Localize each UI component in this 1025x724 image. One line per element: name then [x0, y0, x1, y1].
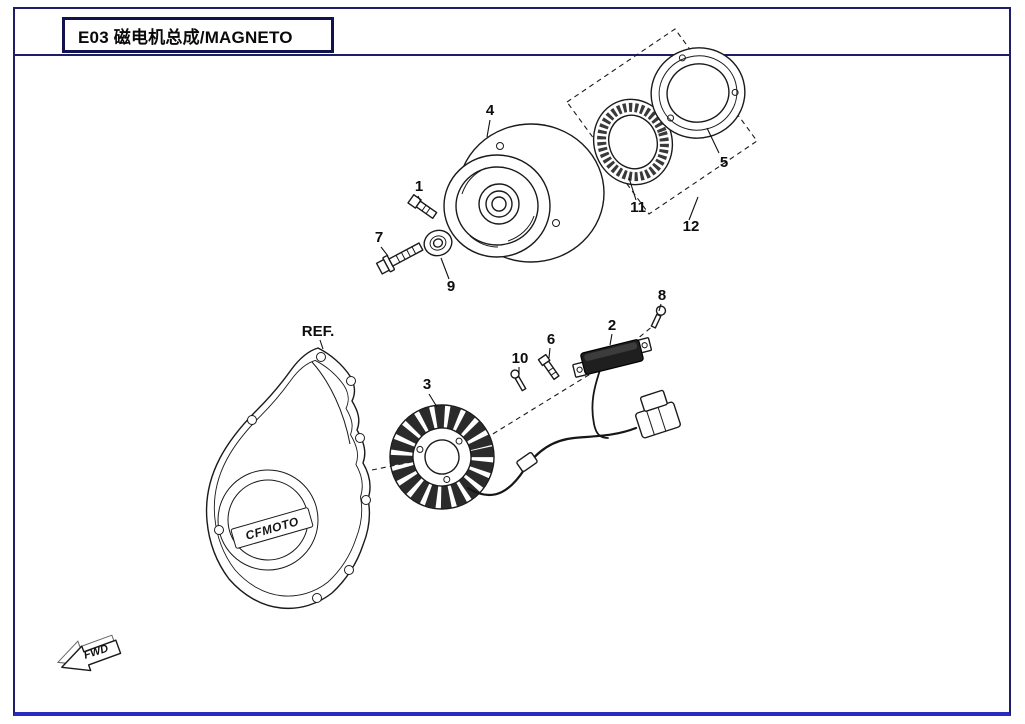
callout-12: 12 — [683, 218, 700, 235]
bolt-7 — [375, 242, 424, 275]
callout-1: 1 — [415, 178, 423, 195]
one-way-clutch — [592, 98, 674, 186]
callout-4: 4 — [486, 102, 495, 119]
callout-2: 2 — [608, 317, 616, 334]
stator-cable — [466, 369, 681, 496]
header-rule — [15, 54, 1009, 56]
callout-5: 5 — [720, 154, 728, 171]
callout-3: 3 — [423, 376, 431, 393]
cable-grommet — [516, 452, 538, 472]
callout-7: 7 — [375, 229, 383, 246]
callout-6: 6 — [547, 331, 555, 348]
screw-8 — [650, 305, 667, 329]
callout-10: 10 — [512, 350, 529, 367]
fwd-arrow: FWD — [56, 634, 122, 672]
callout-11: 11 — [630, 199, 646, 216]
bolt-6 — [537, 353, 560, 381]
callout-8: 8 — [658, 287, 666, 304]
page-title: E03 磁电机总成/MAGNETO — [78, 27, 293, 47]
engine-cover-ref: CFMOTO — [205, 347, 371, 610]
callouts: 1 2 3 4 5 6 7 8 9 10 11 12 REF. — [302, 102, 728, 393]
callout-9: 9 — [447, 278, 455, 295]
title-box: E03 磁电机总成/MAGNETO — [62, 17, 334, 53]
cfmoto-badge: CFMOTO — [230, 507, 314, 549]
screw-10 — [510, 369, 527, 392]
connector — [635, 389, 681, 439]
callout-ref: REF. — [302, 323, 335, 340]
retainer-ring — [650, 47, 746, 139]
trigger-coil — [572, 337, 653, 378]
page-border: E03 磁电机总成/MAGNETO — [13, 7, 1011, 716]
washer-9 — [423, 229, 453, 257]
leader-lines — [319, 119, 720, 408]
bolt-1 — [407, 194, 438, 220]
stator — [389, 404, 495, 510]
flywheel-rotor — [443, 123, 605, 263]
